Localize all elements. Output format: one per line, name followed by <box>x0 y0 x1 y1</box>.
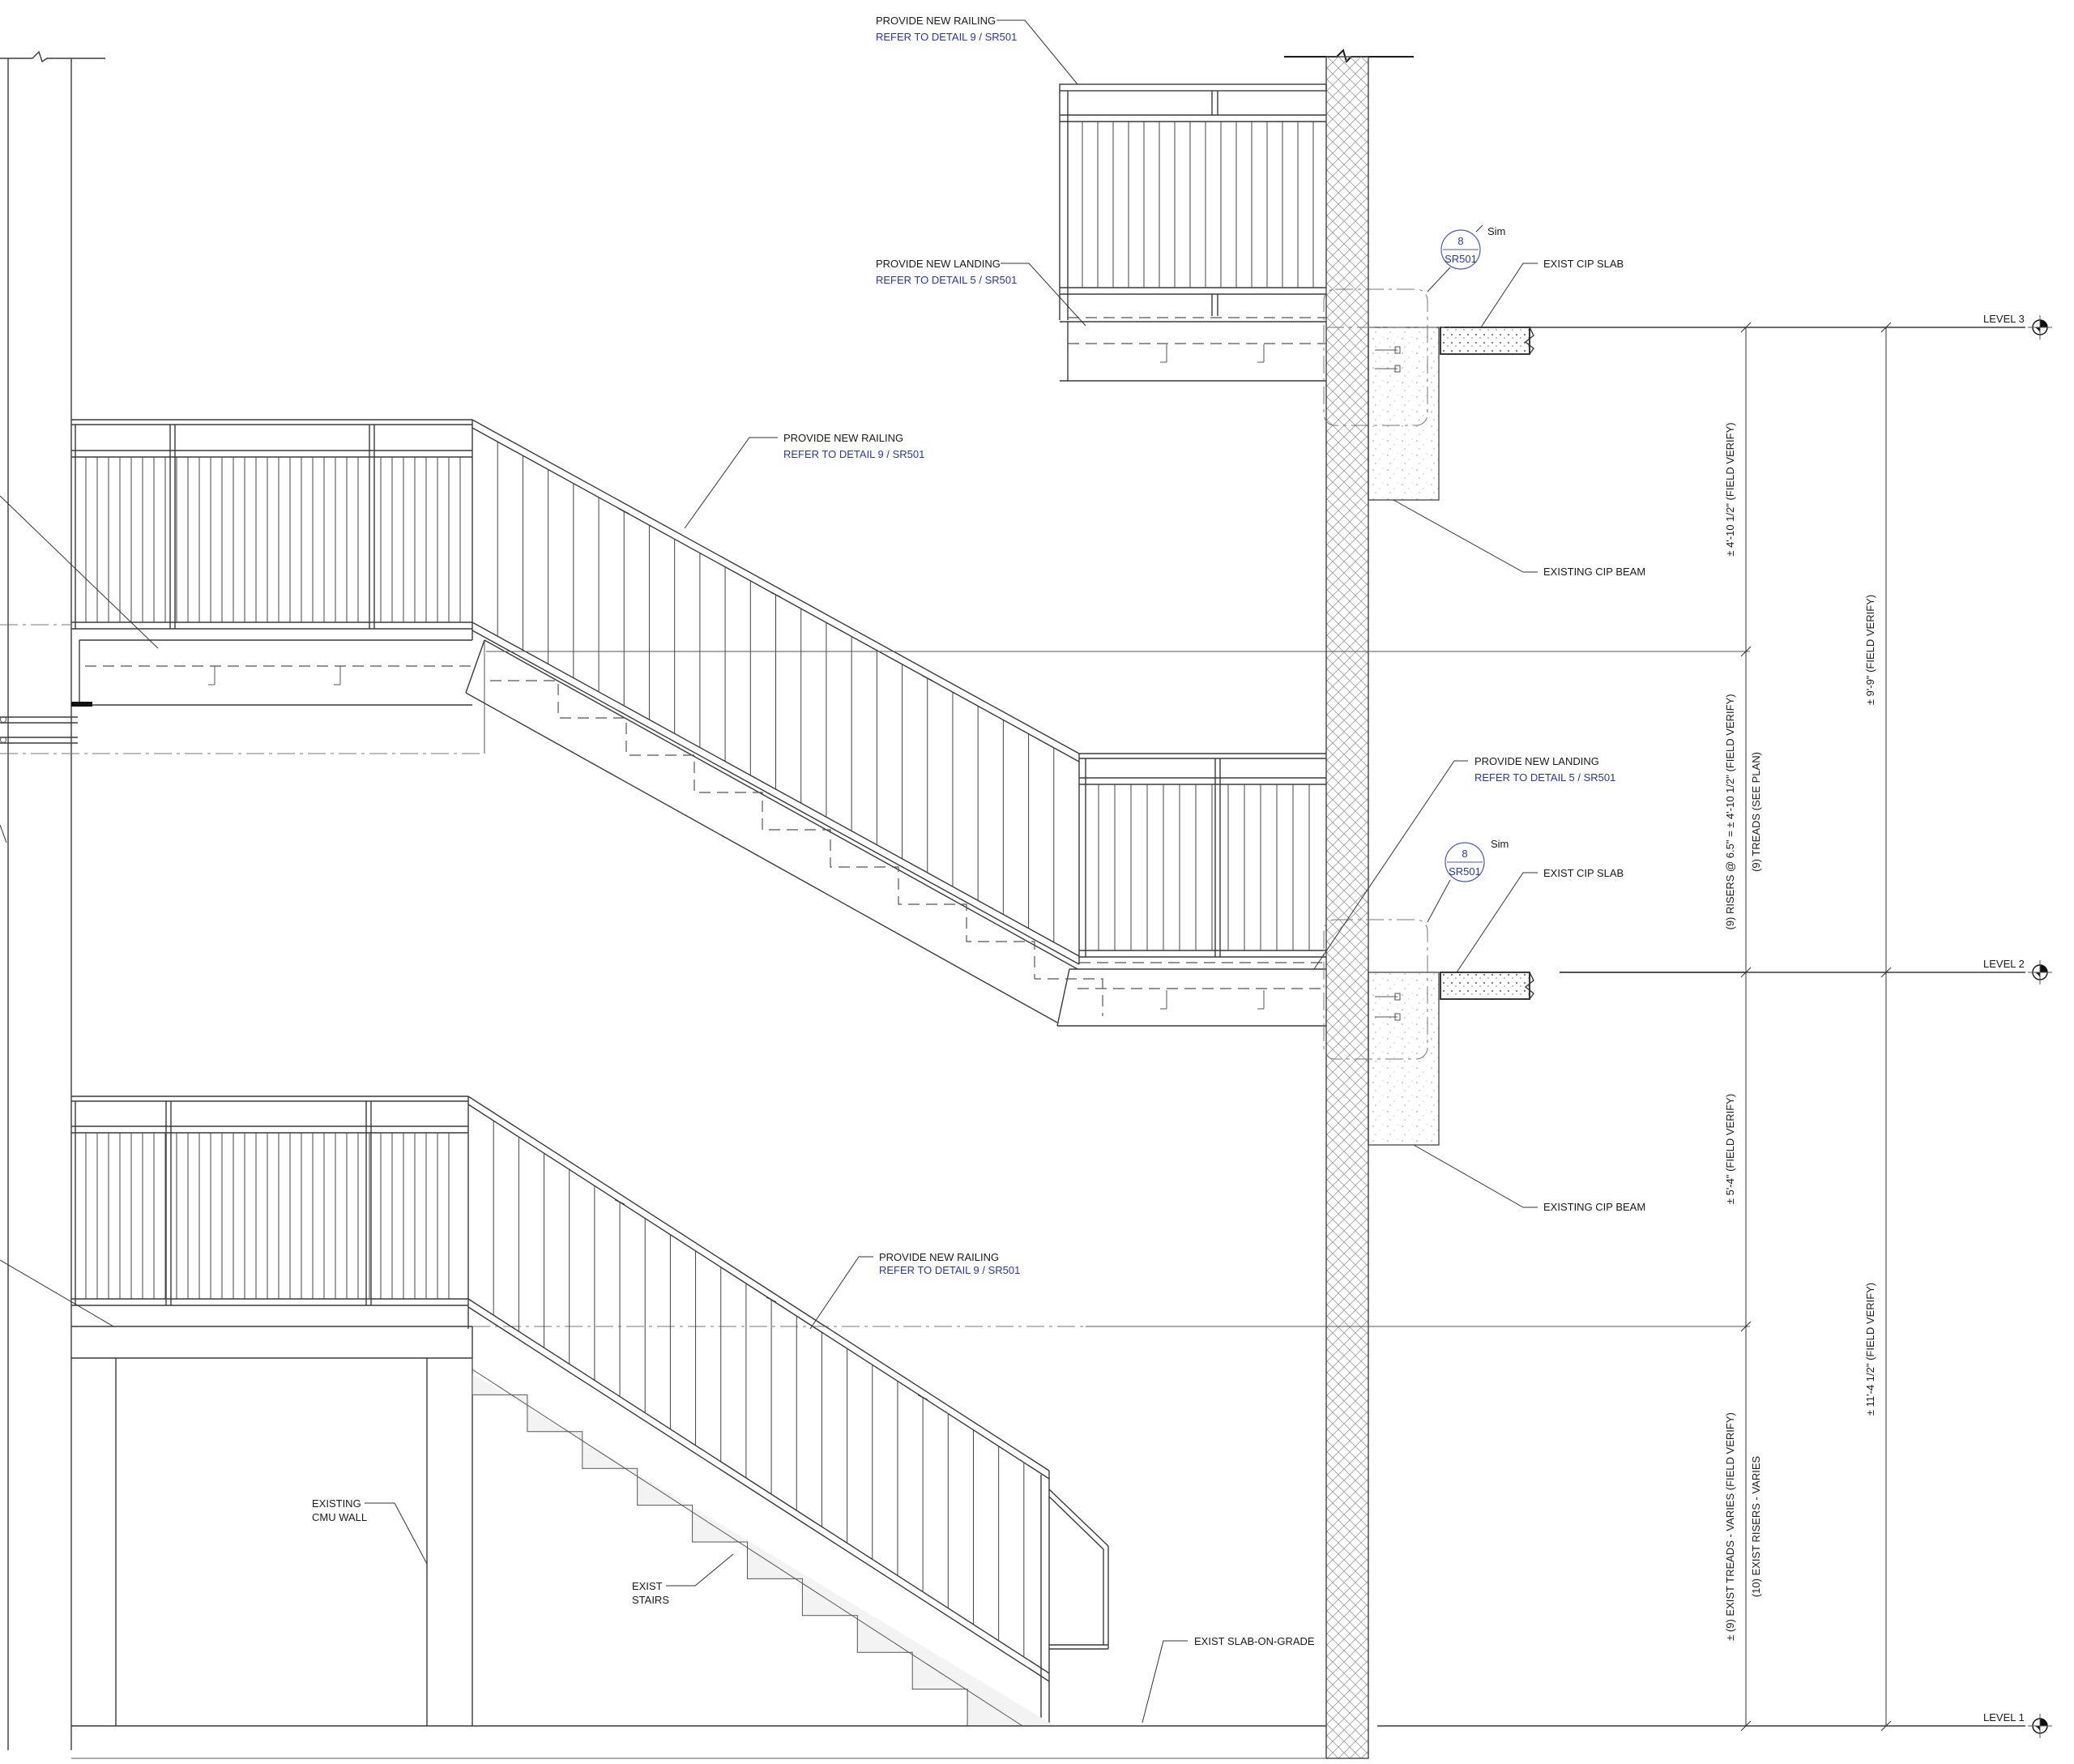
detail-tag-top-note: Sim <box>1487 225 1505 237</box>
detail-tag-mid-note: Sim <box>1491 838 1509 850</box>
dim-risers-mid: (9) RISERS @ 6.5" = ± 4'-10 1/2" (FIELD … <box>1724 694 1736 929</box>
callout-exist-stairs: EXIST STAIRS <box>632 1553 734 1606</box>
top-landing-railing <box>1059 83 1327 382</box>
railing-low-line1: PROVIDE NEW RAILING <box>879 1251 999 1263</box>
railing-top-line2: REFER TO DETAIL 9 / SR501 <box>876 31 1017 43</box>
railing-mid-line2: REFER TO DETAIL 9 / SR501 <box>783 448 924 460</box>
exist-stairs-line1: EXIST <box>632 1580 663 1592</box>
dim-treads-low: ± (9) EXIST TREADS - VARIES (FIELD VERIF… <box>1724 1412 1736 1641</box>
upper-flight-diagonal-railing <box>465 419 1103 1023</box>
landing-mid-line2: REFER TO DETAIL 5 / SR501 <box>1474 771 1615 784</box>
railing-low-line2: REFER TO DETAIL 9 / SR501 <box>879 1264 1020 1276</box>
detail-tag-top-number: 8 <box>1457 235 1463 247</box>
left-existing-wall <box>0 50 105 1750</box>
slab-on-grade-label: EXIST SLAB-ON-GRADE <box>1194 1635 1315 1647</box>
upper-landing-railing <box>0 419 485 754</box>
dim-level1-to-level2: ± 11'-4 1/2" (FIELD VERIFY) <box>1864 1283 1876 1416</box>
level-3-marker: LEVEL 3 <box>1983 313 2052 340</box>
lower-flight-diagonal-railing <box>467 1096 1109 1727</box>
exist-stairs-line2: STAIRS <box>632 1594 669 1606</box>
slab-on-grade <box>71 1725 1746 1759</box>
callout-cmu-wall: EXISTING CMU WALL <box>312 1497 428 1565</box>
dim-risers-low: (10) EXIST RISERS - VARIES <box>1750 1456 1762 1598</box>
callout-railing-mid: PROVIDE NEW RAILING REFER TO DETAIL 9 / … <box>684 432 924 529</box>
slab-mid-label: EXIST CIP SLAB <box>1543 867 1624 879</box>
callout-slab-mid: EXIST CIP SLAB <box>1456 867 1624 973</box>
slab-top-label: EXIST CIP SLAB <box>1543 258 1624 270</box>
level-3-label: LEVEL 3 <box>1983 313 2025 325</box>
level-2-marker: LEVEL 2 <box>1983 958 2052 985</box>
baluster <box>766 1296 777 1303</box>
callout-beam-top: EXISTING CIP BEAM <box>1393 499 1645 578</box>
dim-treads-mid: (9) TREADS (SEE PLAN) <box>1750 752 1762 872</box>
level-lines <box>486 327 2025 1727</box>
baluster <box>917 1394 928 1401</box>
callout-beam-mid: EXISTING CIP BEAM <box>1413 1144 1645 1213</box>
callout-slab-top: EXIST CIP SLAB <box>1480 258 1624 328</box>
baluster <box>614 1198 625 1206</box>
left-edge-leaders <box>0 495 159 1327</box>
callout-slab-on-grade: EXIST SLAB-ON-GRADE <box>1142 1635 1315 1723</box>
callout-landing-top: PROVIDE NEW LANDING REFER TO DETAIL 5 / … <box>876 258 1086 327</box>
railing-mid-line1: PROVIDE NEW RAILING <box>783 432 903 444</box>
detail-tag-top-sheet: SR501 <box>1445 253 1477 265</box>
mid-cip-beam-slab <box>1323 919 1746 1146</box>
beam-top-label: EXISTING CIP BEAM <box>1543 566 1645 578</box>
beam-mid-label: EXISTING CIP BEAM <box>1543 1201 1645 1213</box>
callout-railing-top: PROVIDE NEW RAILING REFER TO DETAIL 9 / … <box>876 15 1078 85</box>
baluster <box>770 592 781 598</box>
dimension-lines <box>1740 322 1892 1732</box>
cmu-wall-column <box>1284 49 1414 1759</box>
mid-landing-railing <box>1056 753 1326 1027</box>
cmu-wall-line2: CMU WALL <box>312 1511 367 1523</box>
landing-top-line1: PROVIDE NEW LANDING <box>876 258 1001 270</box>
dim-level2-to-landing: ± 5'-4" (FIELD VERIFY) <box>1724 1094 1736 1204</box>
callout-railing-low: PROVIDE NEW RAILING REFER TO DETAIL 9 / … <box>809 1251 1020 1330</box>
dim-upper-to-level3: ± 4'-10 1/2" (FIELD VERIFY) <box>1724 422 1736 556</box>
cmu-wall-line1: EXISTING <box>312 1497 361 1510</box>
detail-tag-mid-sheet: SR501 <box>1449 865 1481 878</box>
lower-landing-railing <box>71 1096 1326 1726</box>
dim-level2-to-level3: ± 9'-9" (FIELD VERIFY) <box>1864 595 1876 705</box>
landing-mid-line1: PROVIDE NEW LANDING <box>1474 755 1599 767</box>
baluster <box>618 508 629 515</box>
callout-landing-mid: PROVIDE NEW LANDING REFER TO DETAIL 5 / … <box>1313 755 1615 970</box>
level-2-label: LEVEL 2 <box>1983 958 2025 970</box>
detail-tag-mid: 8 SR501 Sim <box>1427 838 1509 923</box>
level-1-label: LEVEL 1 <box>1983 1711 2025 1723</box>
detail-tag-top: 8 SR501 Sim <box>1427 224 1505 293</box>
level-1-marker: LEVEL 1 <box>1983 1711 2052 1738</box>
detail-tag-mid-number: 8 <box>1462 848 1467 860</box>
baluster <box>922 675 933 681</box>
top-cip-beam-slab <box>1323 288 1534 501</box>
railing-top-line1: PROVIDE NEW RAILING <box>876 15 996 27</box>
landing-top-line2: REFER TO DETAIL 5 / SR501 <box>876 274 1017 286</box>
